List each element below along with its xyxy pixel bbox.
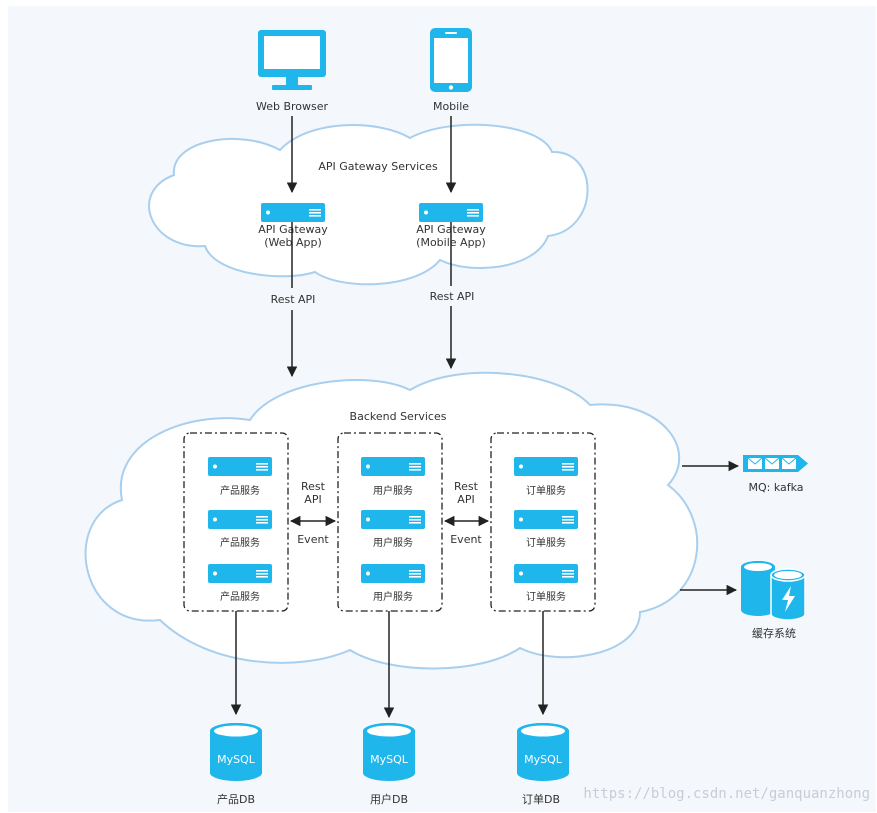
connector-rest-label: Rest: [454, 480, 479, 493]
product-service-label: 产品服务: [220, 536, 260, 549]
rest-api-left-label: Rest API: [271, 293, 316, 306]
web-gateway-label-1: API Gateway: [258, 223, 328, 236]
mobile-gateway-server-icon: [419, 203, 483, 222]
gateway-cloud-title: API Gateway Services: [318, 160, 438, 173]
product-db-icon-text: MySQL: [217, 753, 256, 766]
rest-api-right-label: Rest API: [430, 290, 475, 303]
user-db-icon-text: MySQL: [370, 753, 409, 766]
web-gateway-label-2: (Web App): [264, 236, 322, 249]
watermark: https://blog.csdn.net/ganquanzhong: [583, 786, 870, 802]
order-service-label: 订单服务: [526, 484, 566, 497]
user-service-label: 用户服务: [373, 536, 413, 549]
connector-event-label: Event: [450, 533, 482, 546]
connector-api-label: API: [304, 493, 321, 506]
message-queue-icon: [743, 455, 808, 472]
user-db-label: 用户DB: [370, 792, 408, 806]
product-service-server-icon: [208, 564, 272, 583]
user-mysql-db-icon: [363, 723, 415, 781]
order-db-icon-text: MySQL: [524, 753, 563, 766]
order-service-label: 订单服务: [526, 590, 566, 603]
order-mysql-db-icon: [517, 723, 569, 781]
product-service-label: 产品服务: [220, 484, 260, 497]
cache-system-icon: [741, 561, 806, 621]
order-db-label: 订单DB: [522, 793, 560, 806]
user-service-label: 用户服务: [373, 484, 413, 497]
product-service-label: 产品服务: [220, 590, 260, 603]
user-service-server-icon: [361, 564, 425, 583]
gateway-cloud: [148, 123, 589, 286]
order-service-label: 订单服务: [526, 536, 566, 549]
rest-api-right-bg: [424, 288, 480, 304]
rest-api-left-bg: [265, 291, 321, 307]
mobile-label: Mobile: [433, 100, 469, 113]
order-service-server-icon: [514, 457, 578, 476]
web-browser-label: Web Browser: [256, 100, 329, 113]
connector-api-label: API: [457, 493, 474, 506]
product-mysql-db-icon: [210, 723, 262, 781]
product-db-label: 产品DB: [217, 792, 255, 806]
user-service-server-icon: [361, 457, 425, 476]
cache-system-label: 缓存系统: [752, 626, 796, 640]
user-service-label: 用户服务: [373, 590, 413, 603]
mobile-phone-icon: [430, 28, 472, 92]
web-gateway-server-icon: [261, 203, 325, 222]
connector-rest-label: Rest: [301, 480, 326, 493]
connector-event-label: Event: [297, 533, 329, 546]
web-browser-icon: [258, 30, 326, 90]
backend-cloud-title: Backend Services: [350, 410, 447, 423]
product-service-server-icon: [208, 510, 272, 529]
order-service-server-icon: [514, 510, 578, 529]
product-service-server-icon: [208, 457, 272, 476]
order-service-server-icon: [514, 564, 578, 583]
mq-label: MQ: kafka: [748, 481, 803, 494]
user-service-server-icon: [361, 510, 425, 529]
